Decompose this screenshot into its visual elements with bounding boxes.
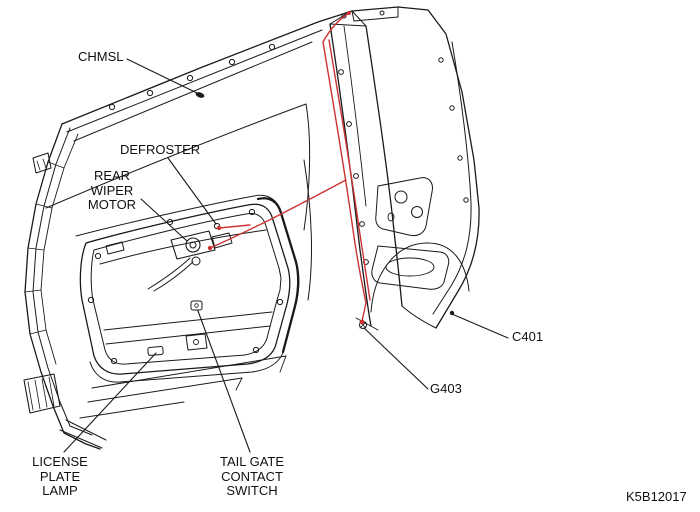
harness-main-run <box>322 41 367 304</box>
leader-defroster <box>167 157 217 225</box>
harness-liftgate-branch <box>209 179 347 249</box>
label-defroster: DEFROSTER <box>120 142 201 157</box>
leader-g403 <box>363 327 429 390</box>
body-outline <box>61 6 480 329</box>
label-g403: G403 <box>430 381 462 396</box>
leader-c401 <box>451 313 509 339</box>
label-c401: C401 <box>512 329 544 344</box>
label-line: MOTOR <box>87 197 137 212</box>
label-license-plate-lamp: LICENSE PLATE LAMP <box>28 454 92 499</box>
leader-tail-gate-contact-switch <box>197 310 251 453</box>
label-line: CONTACT <box>221 468 283 484</box>
harness-roof-branch <box>322 12 350 43</box>
label-line: WIPER <box>90 182 134 198</box>
label-line: PLATE <box>39 468 81 484</box>
harness-ground-branch <box>361 302 367 322</box>
label-line: TAIL GATE <box>219 454 285 469</box>
label-line: SWITCH <box>226 483 278 498</box>
chmsl-connector-mark <box>195 92 205 98</box>
harness-connector-dots <box>207 11 365 325</box>
leader-license-plate-lamp <box>63 352 157 453</box>
label-line: LAMP <box>42 483 78 498</box>
leader-chmsl <box>126 58 198 94</box>
label-rear-wiper-motor: REAR WIPER MOTOR <box>82 168 142 213</box>
wiring-harness <box>209 12 371 322</box>
label-line: LICENSE <box>32 454 88 469</box>
harness-defroster-branch <box>218 224 251 229</box>
label-chmsl: CHMSL <box>78 49 124 64</box>
figure-id: K5B12017 <box>626 489 687 504</box>
vehicle-body <box>23 6 480 450</box>
harness-main-run-2 <box>328 39 371 301</box>
solid-marks <box>195 92 455 316</box>
label-line: REAR <box>93 168 131 183</box>
leader-rear-wiper-motor <box>140 198 188 242</box>
label-tail-gate-contact-switch: TAIL GATE CONTACT SWITCH <box>213 454 291 499</box>
leader-lines <box>63 58 509 453</box>
